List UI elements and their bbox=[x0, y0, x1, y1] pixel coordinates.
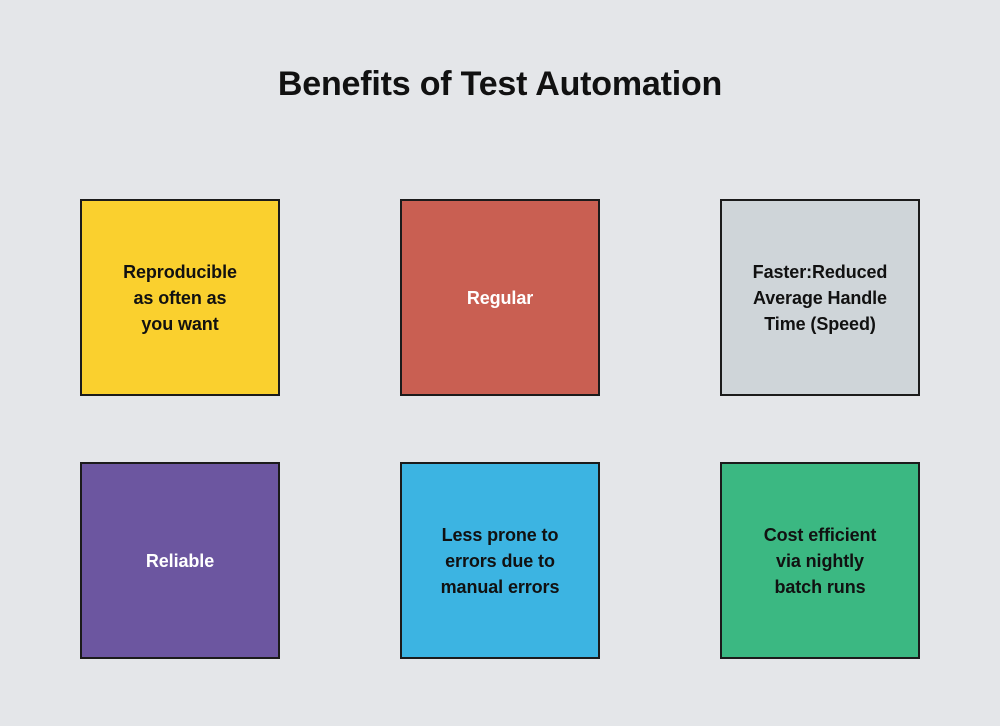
benefit-card-reliable: Reliable bbox=[80, 462, 280, 659]
benefit-card-label: Reproducible as often as you want bbox=[123, 261, 237, 334]
benefit-card-label: Cost efficient via nightly batch runs bbox=[763, 524, 877, 597]
benefit-card-label: Reliable bbox=[145, 550, 215, 571]
benefit-card-regular: Regular bbox=[400, 199, 600, 396]
page-title: Benefits of Test Automation bbox=[277, 65, 723, 103]
benefit-card-faster: Faster:Reduced Average Handle Time (Spee… bbox=[720, 199, 920, 396]
benefit-card-less-prone-to-errors: Less prone to errors due to manual error… bbox=[400, 462, 600, 659]
benefits-grid: Reproducible as often as you want Regula… bbox=[80, 199, 920, 659]
benefit-card-reproducible: Reproducible as often as you want bbox=[80, 199, 280, 396]
benefit-card-label: Regular bbox=[466, 287, 534, 308]
benefit-card-cost-efficient: Cost efficient via nightly batch runs bbox=[720, 462, 920, 659]
benefit-card-label: Less prone to errors due to manual error… bbox=[440, 524, 560, 597]
benefit-card-label: Faster:Reduced Average Handle Time (Spee… bbox=[752, 261, 888, 334]
